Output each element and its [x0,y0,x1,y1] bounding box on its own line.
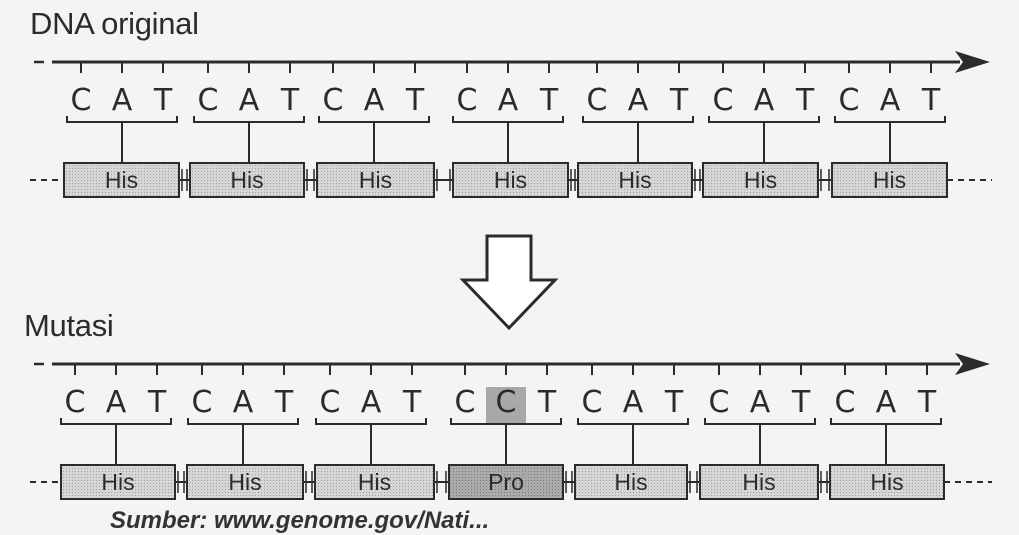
amino-acid-label: His [230,167,263,193]
amino-acid-box [574,464,688,500]
nucleotide: T [153,83,173,118]
amino-acid-label: Pro [488,469,524,495]
nucleotide: A [623,385,644,420]
nucleotide: T [280,83,300,118]
nucleotide: A [750,385,771,420]
nucleotide: A [233,385,254,420]
nucleotide: C [323,83,344,118]
nucleotide: C [496,385,517,420]
nucleotide: T [669,83,689,118]
mutated-base-highlight [486,387,526,424]
right-arrow-icon [955,353,990,375]
nucleotide: C [71,83,92,118]
nucleotide: A [112,83,133,118]
amino-acid-box [831,162,948,198]
nucleotide: A [361,385,382,420]
nucleotide: A [498,83,519,118]
nucleotide: A [106,385,127,420]
nucleotide: C [713,83,734,118]
nucleotide: T [795,83,815,118]
original-dna-title: DNA original [30,6,199,41]
nucleotide: A [880,83,901,118]
nucleotide: T [402,385,422,420]
amino-acid-label: His [494,167,527,193]
nucleotide: T [539,83,559,118]
nucleotide: T [664,385,684,420]
amino-acid-label: His [101,469,134,495]
nucleotide: C [709,385,730,420]
nucleotide: C [65,385,86,420]
nucleotide: A [239,83,260,118]
amino-acid-label: His [742,469,775,495]
amino-acid-label: His [228,469,261,495]
nucleotide: C [582,385,603,420]
nucleotide: C [835,385,856,420]
mutation-title: Mutasi [24,308,114,343]
amino-acid-label: His [873,167,906,193]
nucleotide: C [587,83,608,118]
nucleotide: T [537,385,557,420]
nucleotide: A [754,83,775,118]
amino-acid-label: His [358,469,391,495]
nucleotide: T [917,385,937,420]
nucleotide: A [628,83,649,118]
nucleotide: C [198,83,219,118]
amino-acid-box [577,162,693,198]
nucleotide: T [274,385,294,420]
amino-acid-label: His [870,469,903,495]
amino-acid-box [702,162,819,198]
amino-acid-box [699,464,819,500]
nucleotide: A [364,83,385,118]
amino-acid-label: His [744,167,777,193]
nucleotide: C [839,83,860,118]
down-arrow-icon [459,234,559,331]
amino-acid-box [316,162,435,198]
amino-acid-box [189,162,305,198]
amino-acid-label: His [618,167,651,193]
amino-acid-label: His [359,167,392,193]
amino-acid-label: His [614,469,647,495]
nucleotide: C [320,385,341,420]
nucleotide: T [405,83,425,118]
nucleotide: T [921,83,941,118]
nucleotide: C [455,385,476,420]
nucleotide: C [457,83,478,118]
image-caption: Sumber: www.genome.gov/Nati... [110,507,490,534]
right-arrow-icon [955,51,990,73]
nucleotide: C [192,385,213,420]
nucleotide: T [791,385,811,420]
nucleotide: A [876,385,897,420]
nucleotide: T [147,385,167,420]
amino-acid-box [829,464,945,500]
amino-acid-label: His [105,167,138,193]
amino-acid-box [186,464,304,500]
amino-acid-box [63,162,180,198]
